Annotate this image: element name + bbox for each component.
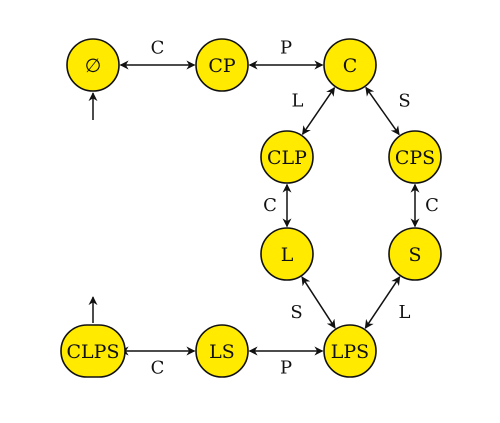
node-shape-clp [260, 130, 314, 184]
node-label-cps: CPS [395, 147, 435, 169]
edge-s-lps [364, 276, 401, 329]
node-label-ls: LS [209, 341, 235, 363]
node-label-clp: CLP [267, 147, 307, 169]
node-label-clps: CLPS [67, 341, 120, 363]
node-ls: LS [195, 324, 249, 378]
node-label-lps: LPS [331, 341, 369, 363]
edge-c-cps [365, 86, 400, 136]
edge-label-ls-clps: C [151, 358, 165, 379]
node-shape-empty [66, 38, 120, 92]
node-shape-s [388, 227, 442, 281]
edge-label-c-cps: S [398, 91, 410, 112]
node-shape-cp [195, 38, 249, 92]
node-shape-lps [323, 324, 377, 378]
node-l: L [260, 227, 314, 281]
node-label-l: L [281, 244, 294, 266]
node-clps: CLPS [60, 324, 126, 378]
edge-label-l-lps: S [290, 302, 302, 323]
node-shape-ls [195, 324, 249, 378]
edge-l-lps [301, 276, 336, 329]
node-label-cp: CP [208, 55, 236, 77]
node-clp: CLP [260, 130, 314, 184]
node-label-s: S [408, 244, 421, 266]
node-s: S [388, 227, 442, 281]
node-empty: ∅ [66, 38, 120, 92]
edge-label-empty-cp: C [151, 38, 165, 59]
edge-label-cp-c: P [280, 38, 292, 59]
edges-layer [119, 60, 420, 356]
edge-label-c-clp: L [292, 91, 304, 112]
node-shape-l [260, 227, 314, 281]
edge-label-s-lps: L [399, 302, 411, 323]
node-c: C [323, 38, 377, 92]
node-cp: CP [195, 38, 249, 92]
edge-c-clp [301, 86, 336, 136]
node-lps: LPS [323, 324, 377, 378]
edge-label-clp-l: C [263, 195, 277, 216]
node-cps: CPS [388, 130, 442, 184]
node-label-c: C [343, 55, 358, 77]
node-shape-cps [388, 130, 442, 184]
node-shape-c [323, 38, 377, 92]
node-label-empty: ∅ [85, 55, 102, 77]
edge-label-lps-ls: P [280, 358, 292, 379]
node-shape-clps [60, 324, 126, 378]
edge-label-cps-s: C [425, 195, 439, 216]
